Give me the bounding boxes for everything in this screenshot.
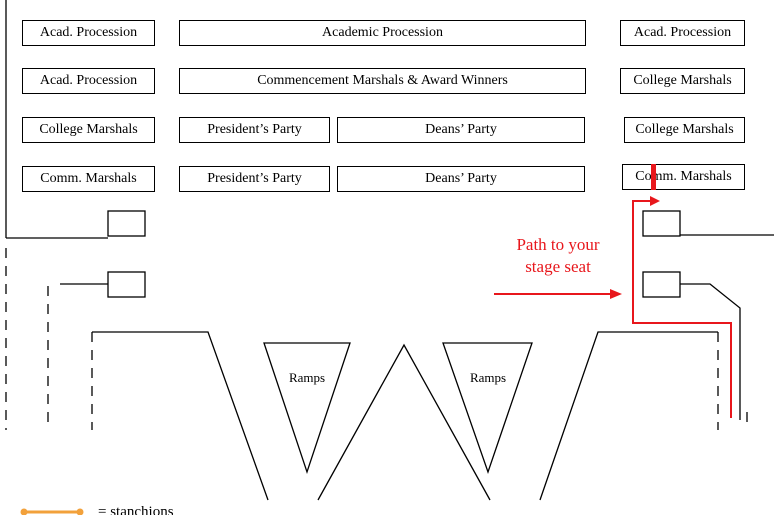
stanchion-legend-post-right: [76, 508, 84, 515]
seat-block-r2-center: Commencement Marshals & Award Winners: [179, 68, 586, 94]
seat-block-r4-deans: Deans’ Party: [337, 166, 585, 192]
steps: [60, 210, 741, 420]
step-right-upper: [642, 210, 681, 237]
path-label-line1: Path to your: [516, 235, 599, 254]
ramp-left-triangle: [263, 342, 351, 475]
seat-block-r4-president: President’s Party: [179, 166, 330, 192]
your-seat-marker: [651, 164, 656, 190]
seat-block-r3-president: President’s Party: [179, 117, 330, 143]
seat-block-r1-right: Acad. Procession: [620, 20, 745, 46]
ramp-lines: [92, 331, 718, 501]
seat-block-r3-deans: Deans’ Party: [337, 117, 585, 143]
ramp-right-triangle: [442, 342, 533, 474]
path-label-arrowhead: [610, 289, 622, 299]
step-right-lower: [642, 271, 681, 298]
stanchion-lines: [5, 248, 748, 430]
step-left-upper: [107, 210, 146, 237]
seat-block-r4-right: Comm. Marshals: [622, 164, 745, 190]
ramp-label-left: Ramps: [289, 370, 325, 385]
seat-block-r3-left: College Marshals: [22, 117, 155, 143]
floor-right: [539, 331, 718, 501]
seat-block-r1-left: Acad. Procession: [22, 20, 155, 46]
seat-block-r3-right: College Marshals: [624, 117, 745, 143]
stage-outline: [5, 0, 774, 239]
floor-center: [317, 343, 491, 501]
path-route: [494, 196, 732, 418]
seat-block-r1-center: Academic Procession: [179, 20, 586, 46]
stanchion-legend-label: = stanchions: [98, 504, 174, 515]
seat-block-r2-right: College Marshals: [620, 68, 745, 94]
step-left-lower: [107, 271, 146, 298]
path-label-line2: stage seat: [525, 257, 591, 276]
floor-left: [92, 331, 269, 501]
ramp-label-right: Ramps: [470, 370, 506, 385]
legend: = stanchions: [20, 504, 174, 515]
path-arrowhead: [650, 196, 660, 206]
rail-right-lower: [680, 283, 741, 420]
path-line: [632, 200, 732, 418]
seat-block-r2-left: Acad. Procession: [22, 68, 155, 94]
stanchion-legend-post-left: [20, 508, 28, 515]
seat-block-r4-left: Comm. Marshals: [22, 166, 155, 192]
